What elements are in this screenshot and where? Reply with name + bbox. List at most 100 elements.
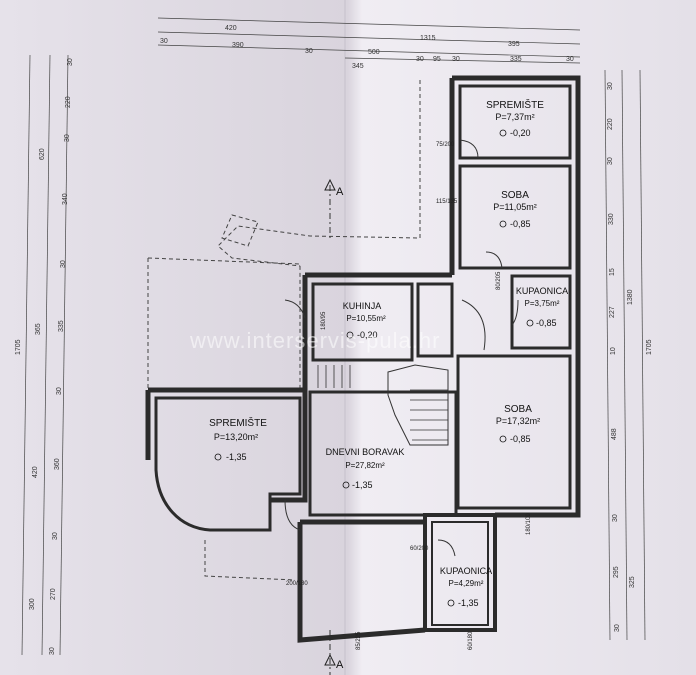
room-soba-top: SOBA P=11,05m² -0,85 xyxy=(493,190,537,229)
room-kuhinja: KUHINJA P=10,55m² -0,20 xyxy=(343,301,386,340)
level-marker-icon xyxy=(447,599,455,607)
level-marker-icon xyxy=(499,220,507,228)
dim-right-325: 325 xyxy=(629,576,636,588)
watermark: www.interservis-pula.hr xyxy=(189,328,440,353)
svg-text:-1,35: -1,35 xyxy=(226,452,247,462)
opening-200-180: 200/180 xyxy=(286,581,308,587)
right-dimension-lines xyxy=(604,69,646,641)
section-label-top: A xyxy=(336,186,344,198)
top-dimension-row1: 420 1315 xyxy=(225,25,436,42)
dim-top-30e: 30 xyxy=(566,56,574,63)
svg-text:P=13,20m²: P=13,20m² xyxy=(214,432,258,442)
dim-top-420: 420 xyxy=(225,25,237,32)
opening-180-95: 180/95 xyxy=(321,311,327,330)
dashed-terrace-outlines xyxy=(147,80,421,581)
svg-text:220: 220 xyxy=(607,118,614,130)
dim-left-300: 300 xyxy=(29,598,36,610)
section-marker-top: A xyxy=(324,178,344,240)
svg-text:270: 270 xyxy=(50,588,57,600)
opening-60-180: 60/180 xyxy=(468,631,474,650)
svg-text:30: 30 xyxy=(60,260,67,268)
dim-top-395: 395 xyxy=(508,41,520,48)
svg-text:30: 30 xyxy=(52,532,59,540)
dim-top-95: 95 xyxy=(433,56,441,63)
right-dimension-inner: 30 220 30 330 15 227 10 488 30 295 30 xyxy=(607,82,621,632)
top-dimension-lines xyxy=(157,17,581,64)
svg-text:30: 30 xyxy=(56,387,63,395)
left-dimension-lines xyxy=(21,54,69,656)
svg-text:P=17,32m²: P=17,32m² xyxy=(496,416,540,426)
svg-text:-1,35: -1,35 xyxy=(352,480,373,490)
svg-text:P=4,29m²: P=4,29m² xyxy=(449,579,484,588)
svg-text:-0,85: -0,85 xyxy=(510,219,531,229)
left-dimension-inner: 30 220 30 340 30 335 30 360 30 270 30 xyxy=(49,58,74,655)
room-dnevni-boravak: DNEVNI BORAVAK P=27,82m² -1,35 xyxy=(326,447,405,490)
level-marker-icon xyxy=(346,331,354,339)
level-marker-icon xyxy=(499,129,507,137)
room-kupaonica-right: KUPAONICA P=3,75m² -0,85 xyxy=(516,286,568,328)
svg-text:SOBA: SOBA xyxy=(501,190,529,201)
dim-left-620: 620 xyxy=(39,148,46,160)
svg-text:KUPAONICA: KUPAONICA xyxy=(440,566,492,576)
svg-text:-0,85: -0,85 xyxy=(536,318,557,328)
svg-text:227: 227 xyxy=(609,306,616,318)
svg-text:SPREMIŠTE: SPREMIŠTE xyxy=(486,98,544,111)
dim-right-1705: 1705 xyxy=(646,339,653,355)
dim-top-30b: 30 xyxy=(305,48,313,55)
opening-80-205: 80/205 xyxy=(496,271,502,290)
svg-text:30: 30 xyxy=(49,647,56,655)
svg-text:P=27,82m²: P=27,82m² xyxy=(345,461,385,470)
level-marker-icon xyxy=(526,319,534,327)
svg-text:KUPAONICA: KUPAONICA xyxy=(516,286,568,296)
dim-right-1380: 1380 xyxy=(627,289,634,305)
svg-text:30: 30 xyxy=(67,58,74,66)
svg-text:30: 30 xyxy=(64,134,71,142)
walls xyxy=(145,75,581,643)
svg-text:-1,35: -1,35 xyxy=(458,598,479,608)
svg-text:-0,20: -0,20 xyxy=(357,330,378,340)
dim-top-30a: 30 xyxy=(160,38,168,45)
svg-text:SPREMIŠTE: SPREMIŠTE xyxy=(209,416,267,429)
opening-60-200: 60/200 xyxy=(410,546,429,552)
svg-text:30: 30 xyxy=(607,82,614,90)
svg-text:330: 330 xyxy=(608,213,615,225)
svg-text:KUHINJA: KUHINJA xyxy=(343,301,382,311)
svg-text:-0,20: -0,20 xyxy=(510,128,531,138)
svg-text:-0,85: -0,85 xyxy=(510,434,531,444)
room-kupaonica-bottom: KUPAONICA P=4,29m² -1,35 xyxy=(440,566,492,608)
svg-text:P=3,75m²: P=3,75m² xyxy=(525,299,560,308)
svg-text:P=11,05m²: P=11,05m² xyxy=(493,202,537,212)
opening-75-200: 75/200 xyxy=(436,142,455,148)
dim-left-365: 365 xyxy=(35,323,42,335)
level-marker-icon xyxy=(342,481,350,489)
level-marker-icon xyxy=(214,453,222,461)
opening-labels: 75/200 115/135 80/205 180/95 60/200 200/… xyxy=(286,142,532,650)
section-marker-bottom: A xyxy=(324,630,344,675)
svg-text:P=10,55m²: P=10,55m² xyxy=(346,314,386,323)
svg-text:295: 295 xyxy=(613,566,620,578)
svg-text:10: 10 xyxy=(610,347,617,355)
svg-text:DNEVNI BORAVAK: DNEVNI BORAVAK xyxy=(326,447,405,457)
dim-top-335: 335 xyxy=(510,56,522,63)
svg-text:488: 488 xyxy=(611,428,618,440)
svg-text:335: 335 xyxy=(58,320,65,332)
svg-text:340: 340 xyxy=(62,193,69,205)
level-marker-icon xyxy=(499,435,507,443)
doors xyxy=(284,139,519,557)
dim-top-30d: 30 xyxy=(452,56,460,63)
opening-115-135: 115/135 xyxy=(436,199,458,205)
dim-top-390: 390 xyxy=(232,42,244,49)
top-dimension-row3: 345 30 95 30 335 30 xyxy=(352,56,574,70)
opening-85-225: 85/225 xyxy=(356,631,362,650)
svg-text:220: 220 xyxy=(65,96,72,108)
svg-text:30: 30 xyxy=(612,514,619,522)
svg-text:30: 30 xyxy=(614,624,621,632)
opening-180-100: 180/100 xyxy=(526,513,532,535)
room-soba-bottom: SOBA P=17,32m² -0,85 xyxy=(496,404,540,444)
dim-left-420: 420 xyxy=(32,466,39,478)
dim-top-1315: 1315 xyxy=(420,35,436,42)
section-label-bottom: A xyxy=(336,659,344,671)
svg-text:SOBA: SOBA xyxy=(504,404,532,415)
svg-text:360: 360 xyxy=(54,458,61,470)
